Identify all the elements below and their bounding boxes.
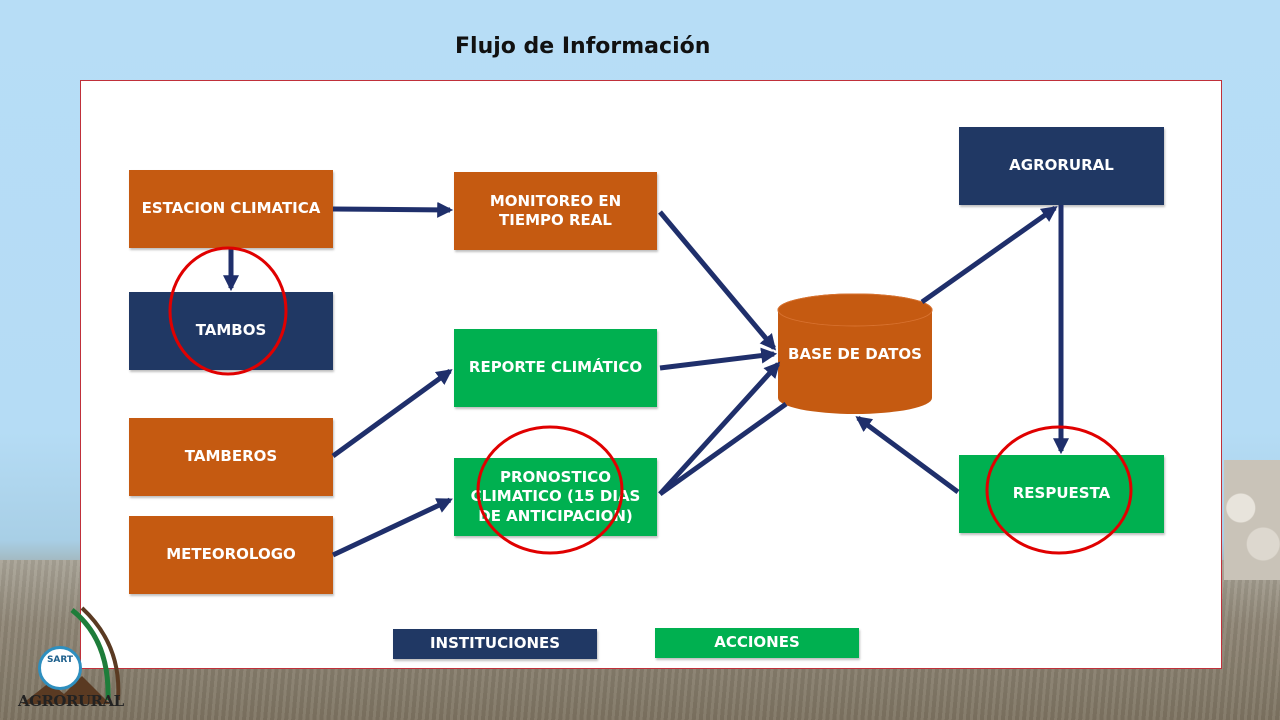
arrow-db-to-agrorural <box>920 205 1058 305</box>
legend-instituciones: INSTITUCIONES <box>393 629 597 659</box>
node-reporte-climatico: REPORTE CLIMÁTICO <box>454 329 657 407</box>
logo-swoosh <box>22 606 121 704</box>
background-sheep <box>1224 460 1280 580</box>
slide-title: Flujo de Información <box>455 34 711 59</box>
node-tambos: TAMBOS <box>129 292 333 370</box>
node-base-de-datos-shape <box>777 293 933 414</box>
arrow-respuesta-to-db <box>855 415 960 495</box>
node-base-de-datos: BASE DE DATOS <box>788 345 922 363</box>
arrow-tamberos-to-reporte <box>331 368 453 459</box>
highlight-circle-respuesta <box>985 425 1133 555</box>
arrow-estacion-to-monitoreo <box>332 201 454 218</box>
node-estacion-climatica: ESTACION CLIMATICA <box>129 170 333 248</box>
arrow-meteorologo-to-pronostico <box>331 497 453 558</box>
arrow-monitoreo-to-db <box>658 210 777 351</box>
node-meteorologo: METEOROLOGO <box>129 516 333 594</box>
sart-logo: SART <box>38 646 82 690</box>
arrow-pronostico-to-db <box>658 361 781 496</box>
agrorural-logo: AGRORURAL <box>18 692 124 710</box>
arrow-reporte-to-db <box>659 347 778 371</box>
arrow-pronostico-to-db-2 <box>658 401 788 497</box>
highlight-circle-pronostico <box>476 425 624 555</box>
node-tamberos: TAMBEROS <box>129 418 333 496</box>
highlight-circle-tambos <box>168 246 288 376</box>
node-agrorural: AGRORURAL <box>959 127 1164 205</box>
node-monitoreo: MONITOREO EN TIEMPO REAL <box>454 172 657 250</box>
legend-acciones: ACCIONES <box>655 628 859 658</box>
